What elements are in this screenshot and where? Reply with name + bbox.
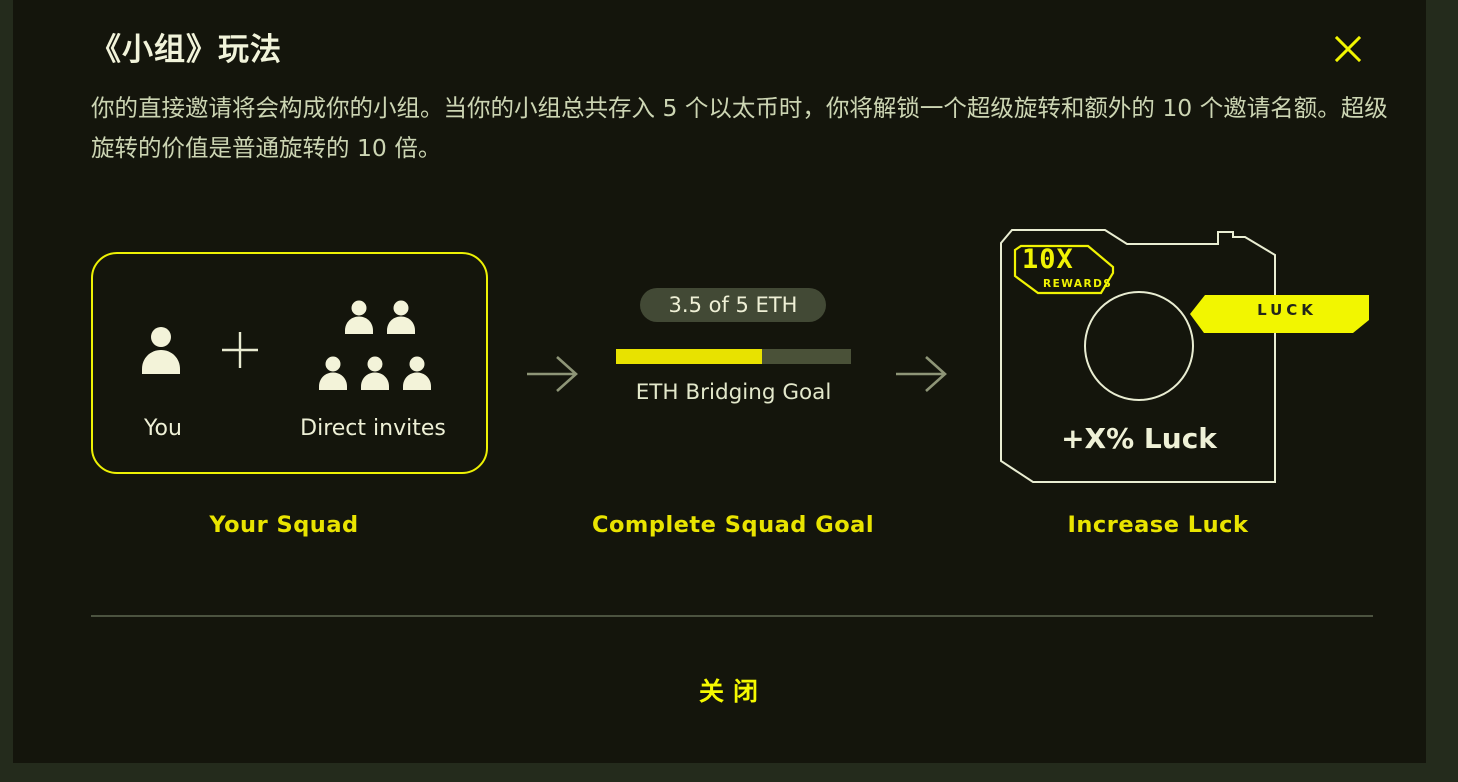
squad-rules-modal: 《小组》玩法 你的直接邀请将会构成你的小组。当你的小组总共存入 5 个以太币时，… bbox=[13, 0, 1426, 763]
arrow-right-icon bbox=[895, 353, 949, 399]
eth-progress-badge: 3.5 of 5 ETH bbox=[640, 288, 826, 322]
caption-complete-squad-goal: Complete Squad Goal bbox=[591, 512, 875, 538]
direct-invites-label: Direct invites bbox=[300, 416, 446, 441]
close-modal-button[interactable]: 关闭 bbox=[698, 677, 767, 706]
bridging-goal-panel: 3.5 of 5 ETH ETH Bridging Goal bbox=[616, 288, 851, 418]
rewards-multiplier: 10X bbox=[1022, 244, 1074, 275]
arrow-right-icon bbox=[526, 353, 580, 399]
close-icon bbox=[1334, 35, 1362, 67]
divider bbox=[91, 615, 1373, 617]
modal-title: 《小组》玩法 bbox=[90, 32, 282, 68]
person-icon bbox=[140, 326, 182, 378]
squad-card: You Direct invites bbox=[91, 252, 488, 474]
luck-bonus-label: +X% Luck bbox=[1061, 422, 1217, 455]
progress-bar-label: ETH Bridging Goal bbox=[635, 380, 832, 405]
caption-your-squad: Your Squad bbox=[209, 512, 359, 538]
plus-icon bbox=[221, 330, 259, 374]
luck-banner-shape bbox=[1190, 295, 1369, 333]
modal-description: 你的直接邀请将会构成你的小组。当你的小组总共存入 5 个以太币时，你将解锁一个超… bbox=[91, 94, 1388, 162]
luck-card-outline bbox=[1000, 229, 1369, 483]
progress-bar bbox=[616, 349, 851, 364]
progress-fill bbox=[616, 349, 762, 364]
caption-increase-luck: Increase Luck bbox=[1067, 512, 1249, 538]
group-icon bbox=[315, 300, 431, 404]
luck-banner-label: LUCK bbox=[1257, 301, 1317, 319]
close-button[interactable] bbox=[1323, 26, 1373, 76]
rewards-badge-outline bbox=[1013, 244, 1115, 295]
you-label: You bbox=[144, 416, 182, 441]
luck-card: 10X REWARDS LUCK +X% Luck bbox=[999, 228, 1373, 486]
wheel-circle bbox=[1084, 291, 1194, 401]
rewards-label: REWARDS bbox=[1043, 278, 1113, 290]
